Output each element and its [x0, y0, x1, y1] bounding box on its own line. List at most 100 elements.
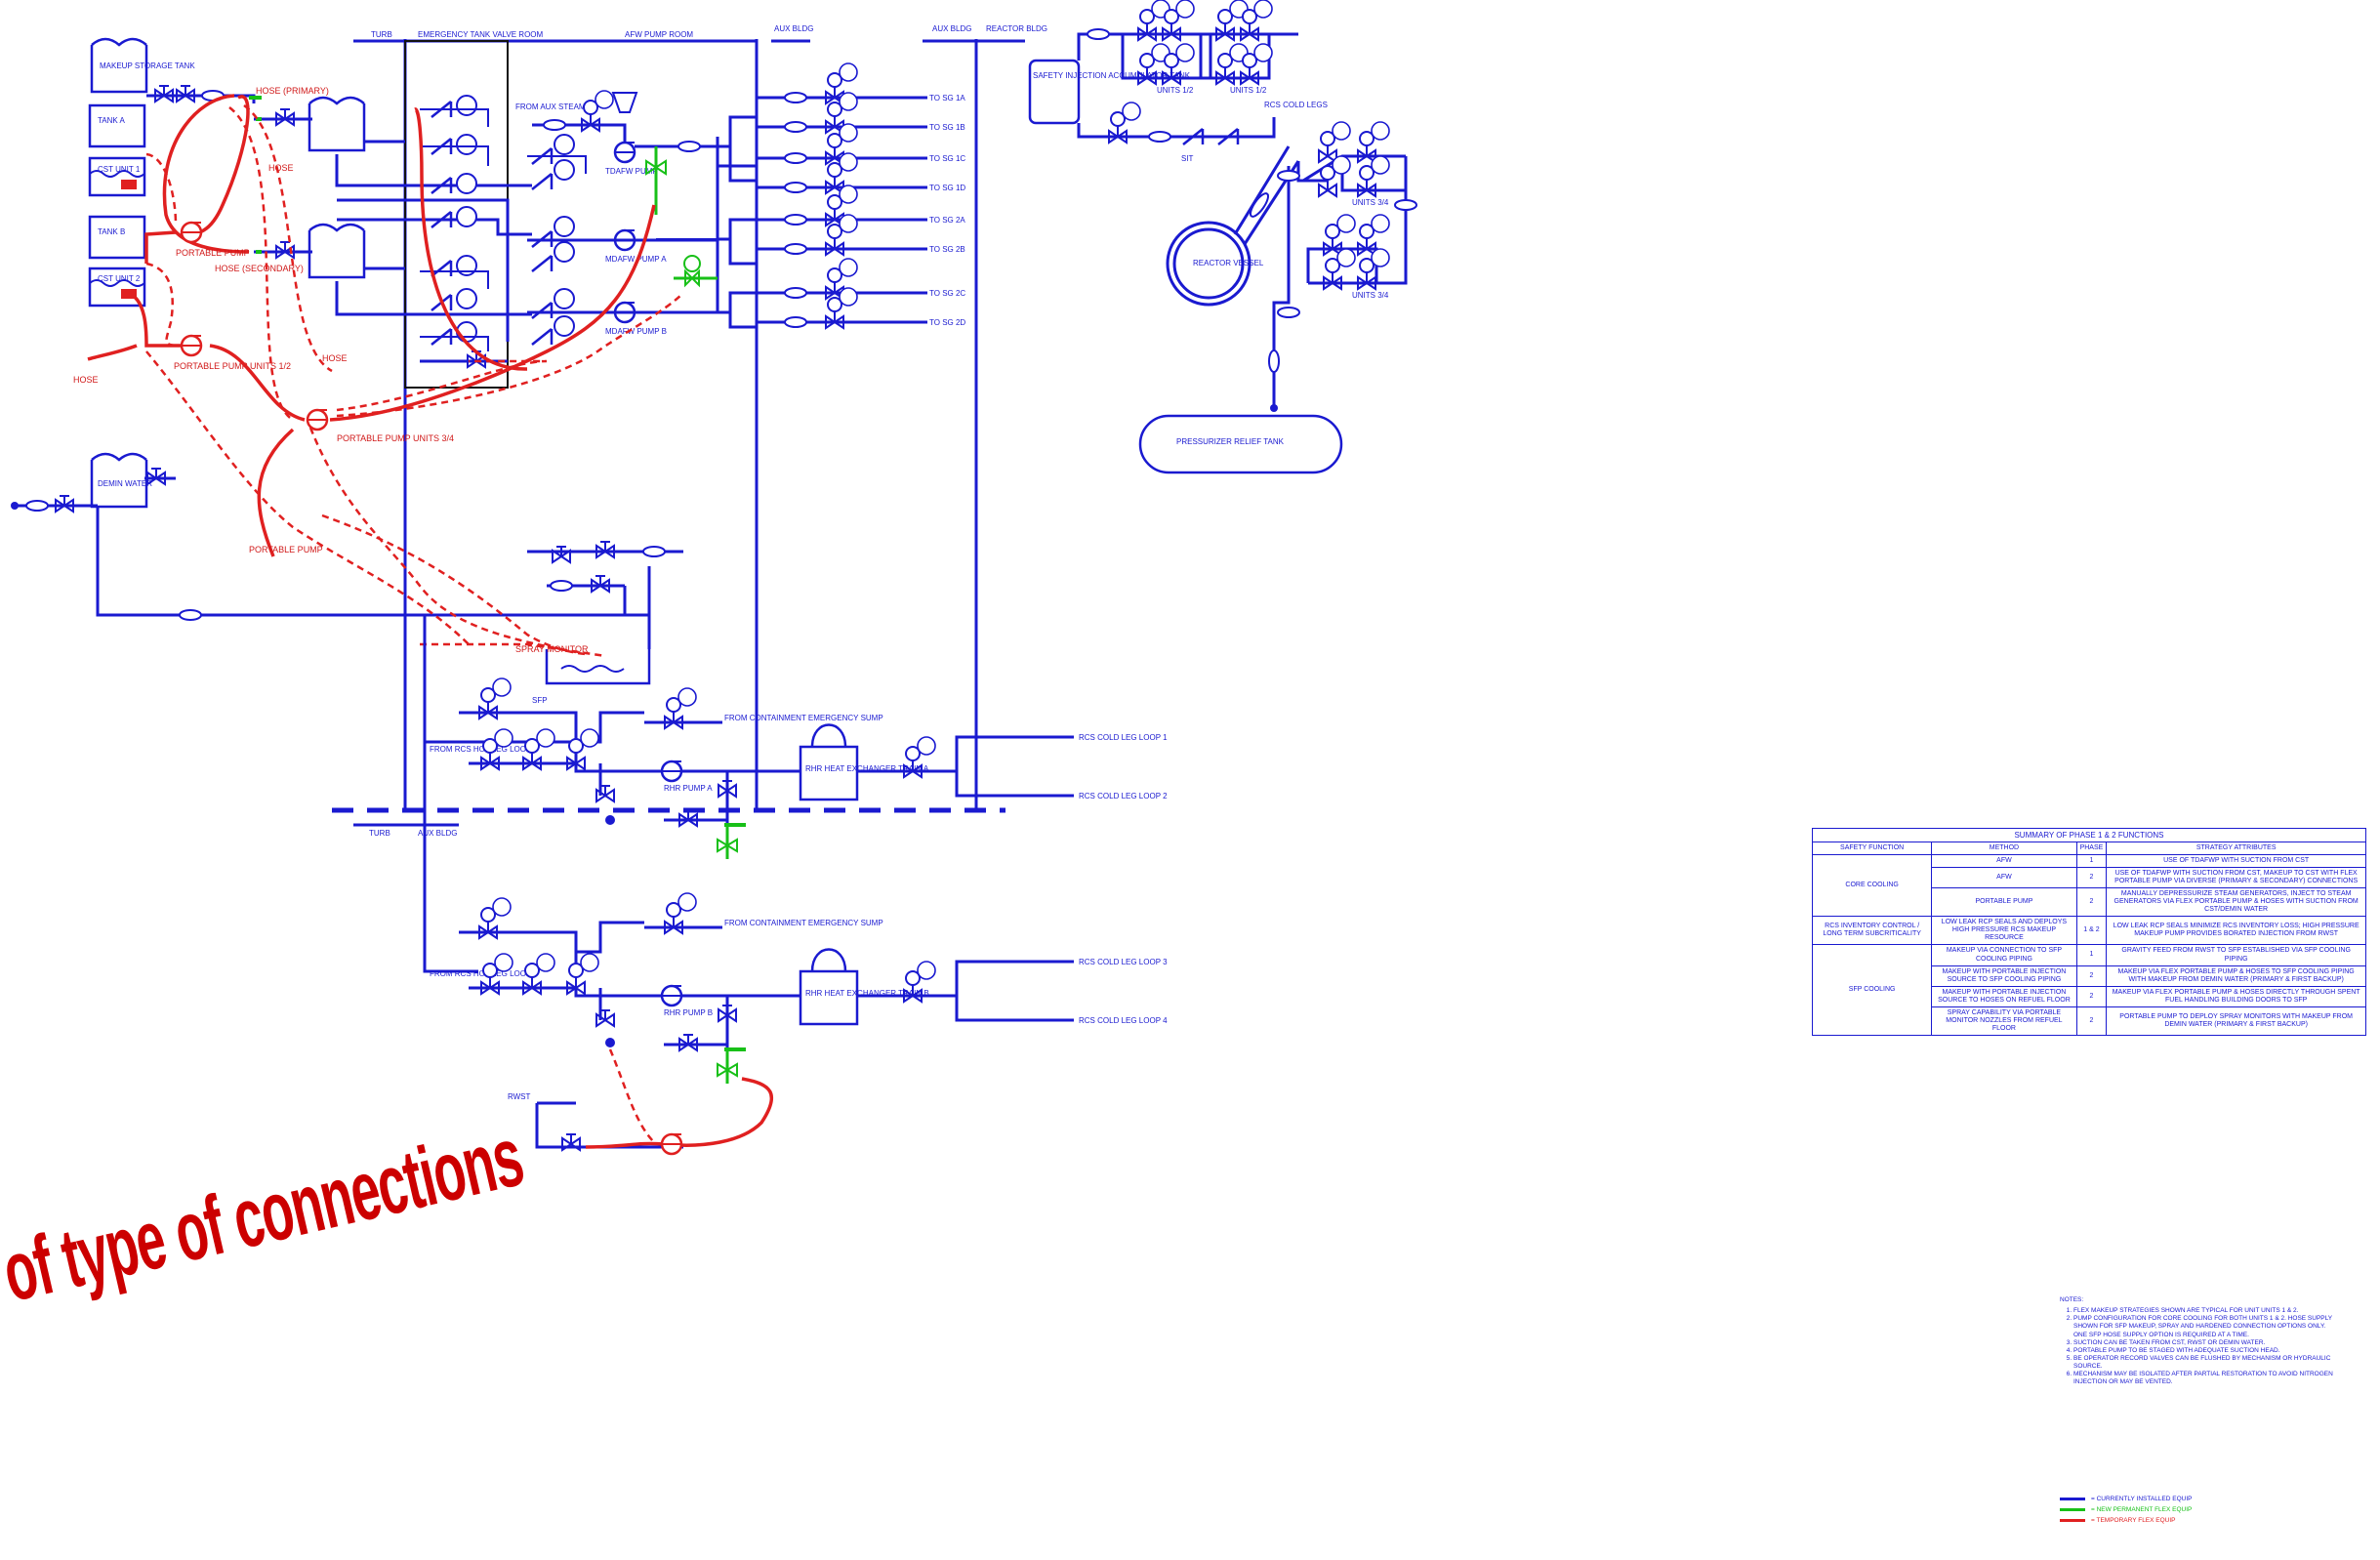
- cell-attributes: MAKEUP VIA FLEX PORTABLE PUMP & HOSES TO…: [2106, 965, 2366, 987]
- permanent-flex-crosstie: [645, 146, 718, 288]
- note-item: BE OPERATOR RECORD VALVES CAN BE FLUSHED…: [2073, 1355, 2333, 1371]
- demin-water-piping: SFP SPRAY MONITOR: [11, 350, 683, 705]
- cst-1-label: CST UNIT 1: [98, 165, 141, 174]
- table-row: PORTABLE PUMP 2 MANUALLY DEPRESSURIZE ST…: [1813, 887, 2366, 918]
- rcs-cold-leg-3-label: RCS COLD LEG LOOP 3: [1079, 958, 1168, 966]
- rcs-cold-leg-4-label: RCS COLD LEG LOOP 4: [1079, 1016, 1168, 1025]
- rhr-pump-a-label: RHR PUMP A: [664, 784, 713, 793]
- table-row: RCS INVENTORY CONTROL / LONG TERM SUBCRI…: [1811, 916, 2366, 946]
- label-aux-bldg-2: AUX BLDG: [932, 24, 971, 33]
- portable-pump-2-label: PORTABLE PUMP UNITS 1/2: [174, 361, 291, 371]
- emergency-valve-room: [335, 95, 532, 368]
- legend: = CURRENTLY INSTALLED EQUIP = NEW PERMAN…: [2060, 1496, 2193, 1528]
- reactor-building: SAFETY INJECTION ACCUMULATOR TANK UNITS …: [1028, 0, 1417, 474]
- cst-1-top: [88, 103, 146, 148]
- table-row: SFP COOLING MAKEUP VIA CONNECTION TO SFP…: [1811, 944, 2366, 1036]
- legend-row-installed: = CURRENTLY INSTALLED EQUIP: [2060, 1496, 2193, 1502]
- rhr-pump-b-icon: [660, 984, 683, 1007]
- rcs-cold-leg-1-label: RCS COLD LEG LOOP 1: [1079, 733, 1168, 742]
- hose-label-2: HOSE: [73, 375, 99, 385]
- cell-attributes: USE OF TDAFWP WITH SUCTION FROM CST: [2106, 854, 2366, 869]
- note-item: PORTABLE PUMP TO BE STAGED WITH ADEQUATE…: [2073, 1347, 2333, 1355]
- summary-table: SUMMARY OF PHASE 1 & 2 FUNCTIONS SAFETY …: [1811, 828, 2366, 1036]
- cell-attributes: MAKEUP VIA FLEX PORTABLE PUMP & HOSES DI…: [2106, 985, 2366, 1007]
- units-label-1: UNITS 1/2: [1157, 86, 1194, 95]
- afw-to-sg: TO SG 1A TO SG 1B TO SG 1C TO SG 1D TO S…: [718, 62, 965, 329]
- to-sg-2b: TO SG 2B: [929, 245, 965, 254]
- tdafw-label: TDAFW PUMP: [605, 167, 658, 176]
- legend-swatch-temporary: [2060, 1519, 2085, 1522]
- units-label-2: UNITS 1/2: [1230, 86, 1267, 95]
- to-sg-2a: TO SG 2A: [929, 216, 965, 225]
- cell-function: CORE COOLING: [1811, 854, 1933, 918]
- reactor-vessel-label: REACTOR VESSEL: [1193, 259, 1264, 267]
- hose-label-1: HOSE: [268, 163, 294, 173]
- cell-phase: 2: [2075, 965, 2108, 987]
- label-emergency-tank-valve-room: EMERGENCY TANK VALVE ROOM: [418, 30, 544, 39]
- temporary-flex-hoses-top: PORTABLE PUMP PORTABLE PUMP UNITS 1/2 PO…: [73, 86, 684, 557]
- to-sg-2c: TO SG 2C: [929, 289, 965, 298]
- cell-method: LOW LEAK RCP SEALS AND DEPLOYS HIGH PRES…: [1931, 916, 2077, 946]
- cst-2-label: CST UNIT 2: [98, 274, 141, 283]
- makeup-piping: [146, 85, 405, 270]
- legend-swatch-permanent: [2060, 1508, 2085, 1511]
- cst-unit-2-main: [308, 223, 366, 279]
- portable-pump-3-icon: [306, 408, 329, 431]
- pressurizer-relief-tank: [1138, 414, 1343, 474]
- note-item: PUMP CONFIGURATION FOR CORE COOLING FOR …: [2073, 1315, 2333, 1338]
- cell-attributes: PORTABLE PUMP TO DEPLOY SPRAY MONITORS W…: [2106, 1006, 2366, 1036]
- legend-label-temporary: = TEMPORARY FLEX EQUIP: [2091, 1517, 2176, 1524]
- from-containment-2-label: FROM CONTAINMENT EMERGENCY SUMP: [724, 919, 883, 927]
- units-label-4: UNITS 3/4: [1352, 291, 1389, 300]
- units-label-3: UNITS 3/4: [1352, 198, 1389, 207]
- cst-2-top: [88, 215, 146, 260]
- demin-water-label: DEMIN WATER: [98, 479, 152, 488]
- cell-phase: 2: [2075, 867, 2108, 889]
- sfp-label: SFP: [532, 696, 548, 705]
- portable-pump-1-label: PORTABLE PUMP: [176, 248, 250, 258]
- cell-phase: 1: [2075, 854, 2108, 869]
- cell-phase: 1: [2075, 944, 2108, 966]
- rhr-pump-b-label: RHR PUMP B: [664, 1008, 713, 1017]
- cell-method: PORTABLE PUMP: [1931, 887, 2077, 918]
- portable-pump-3-label: PORTABLE PUMP UNITS 3/4: [337, 433, 454, 443]
- cell-attributes: GRAVITY FEED FROM RWST TO SFP ESTABLISHE…: [2106, 944, 2366, 966]
- cell-method: AFW: [1931, 867, 2077, 889]
- cell-function: SFP COOLING: [1811, 944, 1933, 1036]
- to-sg-2d: TO SG 2D: [929, 318, 965, 327]
- portable-pump-2-icon: [180, 334, 203, 357]
- legend-label-installed: = CURRENTLY INSTALLED EQUIP: [2091, 1496, 2193, 1502]
- cell-method: MAKEUP WITH PORTABLE INJECTION SOURCE TO…: [1931, 985, 2077, 1007]
- cell-attributes: MANUALLY DEPRESSURIZE STEAM GENERATORS, …: [2106, 887, 2366, 918]
- rhr-pump-a-icon: [660, 759, 683, 783]
- legend-row-temporary: = TEMPORARY FLEX EQUIP: [2060, 1517, 2193, 1524]
- hose-primary-label: HOSE (PRIMARY): [256, 86, 329, 96]
- reactor-vessel: [1172, 227, 1245, 300]
- summary-table-title: SUMMARY OF PHASE 1 & 2 FUNCTIONS: [1812, 828, 2366, 842]
- hose-label-3: HOSE: [322, 353, 348, 363]
- rhr-hx-b-label: RHR HEAT EXCHANGER TRAIN B: [805, 989, 929, 998]
- table-row: CORE COOLING AFW 1 USE OF TDAFWP WITH SU…: [1811, 854, 2366, 918]
- hose-secondary-label: HOSE (SECONDARY): [215, 264, 304, 273]
- header-safety-function: SAFETY FUNCTION: [1811, 841, 1933, 856]
- cell-attributes: LOW LEAK RCP SEALS MINIMIZE RCS INVENTOR…: [2106, 916, 2366, 946]
- makeup-tank-label: MAKEUP STORAGE TANK: [100, 62, 195, 70]
- to-sg-1b: TO SG 1B: [929, 123, 965, 132]
- rhr-hx-a-label: RHR HEAT EXCHANGER TRAIN A: [805, 764, 929, 773]
- safety-injection-tank-label: SAFETY INJECTION ACCUMULATOR TANK: [1033, 71, 1191, 80]
- header-method: METHOD: [1931, 841, 2077, 856]
- cell-attributes: USE OF TDAFWP WITH SUCTION FROM CST, MAK…: [2106, 867, 2366, 889]
- cell-phase: 2: [2075, 887, 2108, 918]
- portable-pump-1-icon: [180, 221, 203, 244]
- to-sg-1c: TO SG 1C: [929, 154, 965, 163]
- rcs-cold-leg-label: RCS COLD LEGS: [1264, 101, 1328, 109]
- notes-title: NOTES:: [2060, 1296, 2084, 1303]
- rwst-label: RWST: [508, 1092, 531, 1101]
- tdafw-pump: [613, 141, 636, 164]
- cell-function: RCS INVENTORY CONTROL / LONG TERM SUBCRI…: [1811, 916, 1933, 946]
- table-row: SPRAY CAPABILITY VIA PORTABLE MONITOR NO…: [1813, 1006, 2366, 1036]
- cell-method: AFW: [1931, 854, 2077, 869]
- portable-pump-4-icon: [660, 1132, 683, 1156]
- mdafw-b-label: MDAFW PUMP B: [605, 327, 667, 336]
- label-turb-bottom: TURB: [369, 829, 390, 838]
